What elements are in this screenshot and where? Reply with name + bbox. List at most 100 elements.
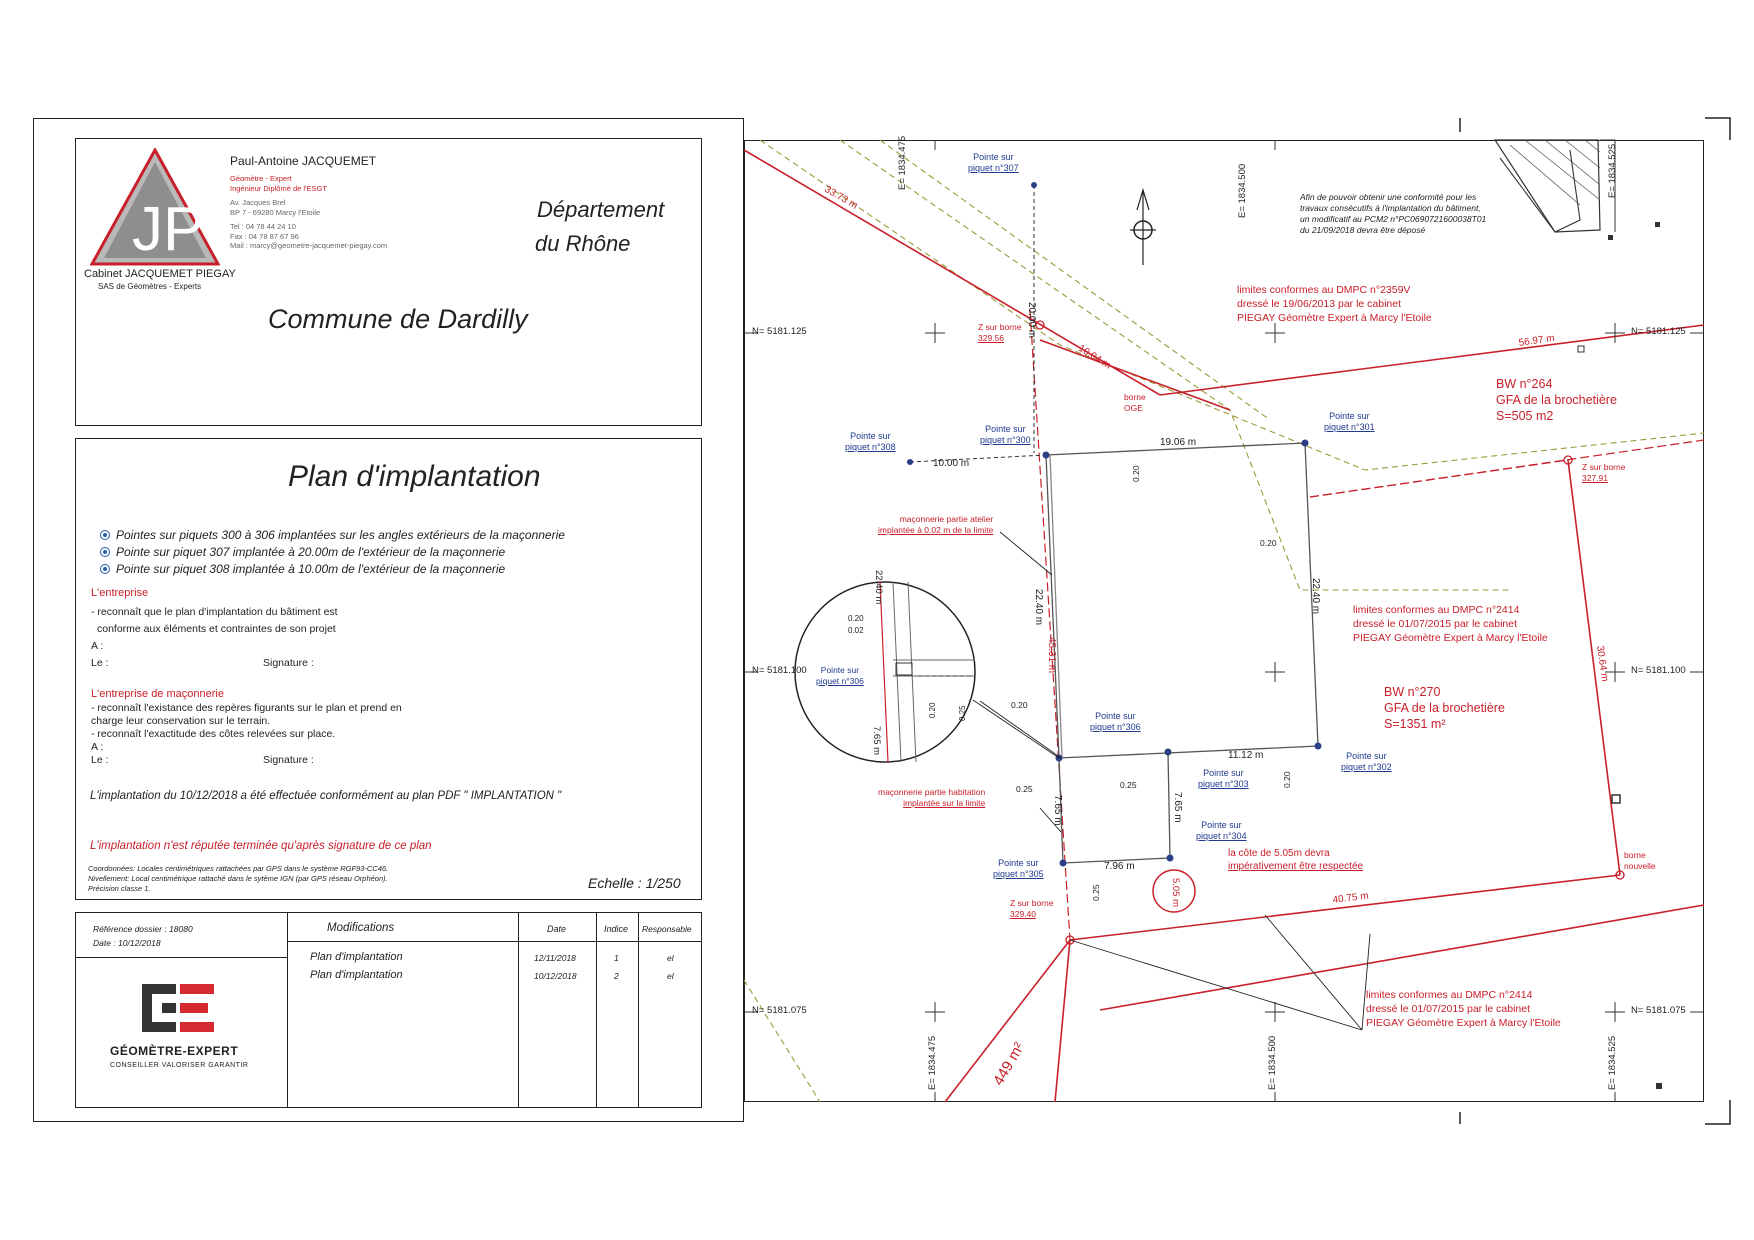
grid-cross <box>1605 1002 1625 1022</box>
leader-line <box>1039 807 1062 833</box>
dimension-label: 5.05 m <box>1170 878 1181 908</box>
marker-square <box>1577 345 1585 353</box>
header-modifications: Modifications <box>327 922 395 934</box>
dimension-label: 20.00 m <box>1026 302 1037 339</box>
corner-mark <box>1705 1100 1731 1125</box>
header-date: Date <box>547 924 567 934</box>
note-line: maçonnerie partie atelier <box>899 514 994 524</box>
offset-label: 0.25 <box>1091 884 1101 901</box>
zoom-dimension: 7.65 m <box>871 726 882 756</box>
cote-circle <box>1152 869 1196 913</box>
dashed-parcel-line <box>1029 309 1071 941</box>
bullet-text: Pointe sur piquet 307 implantée à 20.00m… <box>116 545 506 559</box>
grid-n-label: N= 5181.125 <box>1631 326 1686 337</box>
piquet-label-line: piquet n°302 <box>1341 762 1392 772</box>
marker-square <box>1656 1083 1662 1089</box>
coords-line: Nivellement: Local centimétrique rattach… <box>88 874 388 883</box>
borne-label-line: OGE <box>1124 403 1143 413</box>
piquet-point <box>1314 742 1322 750</box>
grid-e-label: E= 1834.500 <box>1267 1035 1278 1090</box>
cartouche-box <box>75 912 702 1108</box>
zoom-offset: 0.25 <box>958 705 967 721</box>
grid-tick <box>934 140 1616 1102</box>
borne-label-line: nouvelle <box>1624 861 1656 871</box>
piquet-label-line: piquet n°301 <box>1324 422 1375 432</box>
logo-letters: JP <box>132 195 204 264</box>
olive-dashed-line <box>879 139 1271 421</box>
le-label: Le : <box>91 657 109 669</box>
leader-line <box>979 700 1062 759</box>
row-modification: Plan d'implantation <box>310 969 403 981</box>
ge-title: GÉOMÈTRE-EXPERT <box>110 1044 239 1058</box>
offset-label: 0.20 <box>1011 700 1028 710</box>
piquet-label-line: piquet n°307 <box>968 163 1019 173</box>
piquet-label-line: piquet n°305 <box>993 869 1044 879</box>
piquet-label-line: Pointe sur <box>998 858 1039 868</box>
parcel-line: S=505 m2 <box>1496 409 1554 423</box>
bullet-item: Pointe sur piquet 308 implantée à 10.00m… <box>100 562 505 576</box>
parcel-line <box>1054 939 1071 1103</box>
borne-label-line: borne <box>1124 392 1146 402</box>
olive-dashed-line <box>839 139 1510 591</box>
maconnerie-line: charge leur conservation sur le terrain. <box>91 715 271 727</box>
cartouche-divider <box>518 912 519 1108</box>
row-date: 12/11/2018 <box>534 953 576 963</box>
piquet-label-line: piquet n°306 <box>1090 722 1141 732</box>
grid-n-label: N= 5181.100 <box>752 665 807 676</box>
zoom-dimension: 22.40 m <box>873 570 884 605</box>
leader-line <box>1069 939 1363 1031</box>
dimension-label: 22.40 m <box>1310 578 1321 615</box>
cote-note: la côte de 5.05m devra impérativement êtr… <box>1228 847 1363 873</box>
cartouche-date: Date : 10/12/2018 <box>93 938 161 948</box>
bullet-text: Pointes sur piquets 300 à 306 implantées… <box>116 528 565 542</box>
grid-cross <box>1605 662 1625 682</box>
person-line: Géomètre - Expert <box>230 174 292 183</box>
row-responsable: el <box>667 953 674 963</box>
piquet-point <box>907 459 913 465</box>
grid-e-label: E= 1834.475 <box>927 1035 938 1090</box>
piquet-point <box>1166 854 1174 862</box>
grid-tick <box>744 332 1704 1013</box>
note-line: impérativement être respectée <box>1228 861 1364 872</box>
person-details: Géomètre - Expert Ingénieur Diplômé de l… <box>230 174 387 251</box>
limits-note: limites conformes au DMPC n°2414 dressé … <box>1353 603 1548 645</box>
parcel-line: GFA de la brochetière <box>1384 701 1505 715</box>
parcel-line <box>1069 874 1621 941</box>
bullet-circle-icon <box>100 547 110 557</box>
cabinet-sub: SAS de Géomètres - Experts <box>98 282 202 291</box>
cartouche-divider <box>287 941 702 942</box>
note-line: PIEGAY Géomètre Expert à Marcy l'Etoile <box>1237 312 1432 324</box>
offset-label: 0.20 <box>1131 465 1141 482</box>
piquet-label-line: Pointe sur <box>850 431 891 441</box>
note-line: limites conformes au DMPC n°2414 <box>1353 604 1520 616</box>
note-line: limites conformes au DMPC n°2359V <box>1237 284 1411 296</box>
piquet-label-line: Pointe sur <box>985 424 1026 434</box>
cartouche-divider <box>638 912 639 1108</box>
bullet-item: Pointe sur piquet 307 implantée à 20.00m… <box>100 545 505 559</box>
header-box <box>75 138 702 426</box>
entreprise-line: - reconnaît que le plan d'implantation d… <box>91 606 338 618</box>
borne-point <box>1065 935 1075 945</box>
grid-cross <box>925 1002 945 1022</box>
parcel-line: GFA de la brochetière <box>1496 393 1617 407</box>
grid-n-label: N= 5181.125 <box>752 326 807 337</box>
piquet-label-line: Pointe sur <box>1329 411 1370 421</box>
offset-label: 0.20 <box>1260 538 1277 548</box>
piquet-label-line: Pointe sur <box>1201 820 1242 830</box>
maconnerie-line: - reconnaît l'exactitude des côtes relev… <box>91 728 336 740</box>
grid-n-label: N= 5181.100 <box>1631 665 1686 676</box>
offset-label: 0.25 <box>1120 780 1137 790</box>
header-responsable: Responsable <box>642 924 692 934</box>
note-line: la côte de 5.05m devra <box>1228 848 1330 859</box>
corner-mark <box>1705 117 1731 140</box>
piquet-point <box>1042 451 1050 459</box>
grid-e-label: E= 1834.475 <box>897 135 908 190</box>
entreprise-line: conforme aux éléments et contraintes de … <box>97 623 336 635</box>
